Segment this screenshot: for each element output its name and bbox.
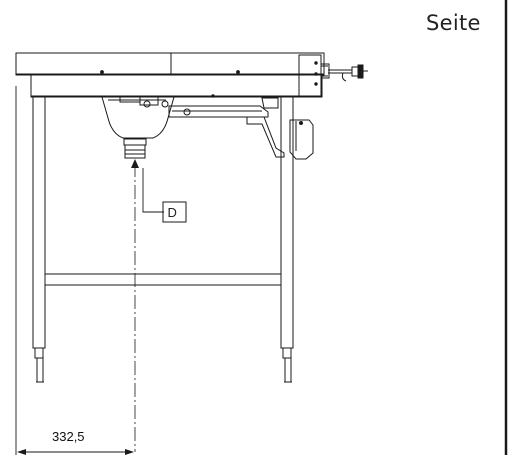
view-title: Seite bbox=[426, 11, 481, 35]
apron-panel bbox=[30, 74, 323, 98]
cross-brace bbox=[44, 273, 282, 286]
worktop bbox=[15, 52, 325, 76]
callout-d-label: D bbox=[168, 205, 177, 220]
sink-bowl bbox=[101, 96, 175, 159]
left-leg bbox=[32, 96, 46, 383]
callout-leader bbox=[142, 168, 164, 213]
drain-lever bbox=[168, 97, 314, 160]
water-connection bbox=[328, 64, 368, 82]
tap-block bbox=[298, 54, 330, 97]
dimension-value: 332,5 bbox=[52, 429, 85, 444]
drain-marker-arrow bbox=[131, 159, 139, 168]
callout-box-d bbox=[162, 201, 187, 223]
right-leg bbox=[280, 96, 294, 383]
drain-offset-dimension bbox=[17, 449, 134, 455]
